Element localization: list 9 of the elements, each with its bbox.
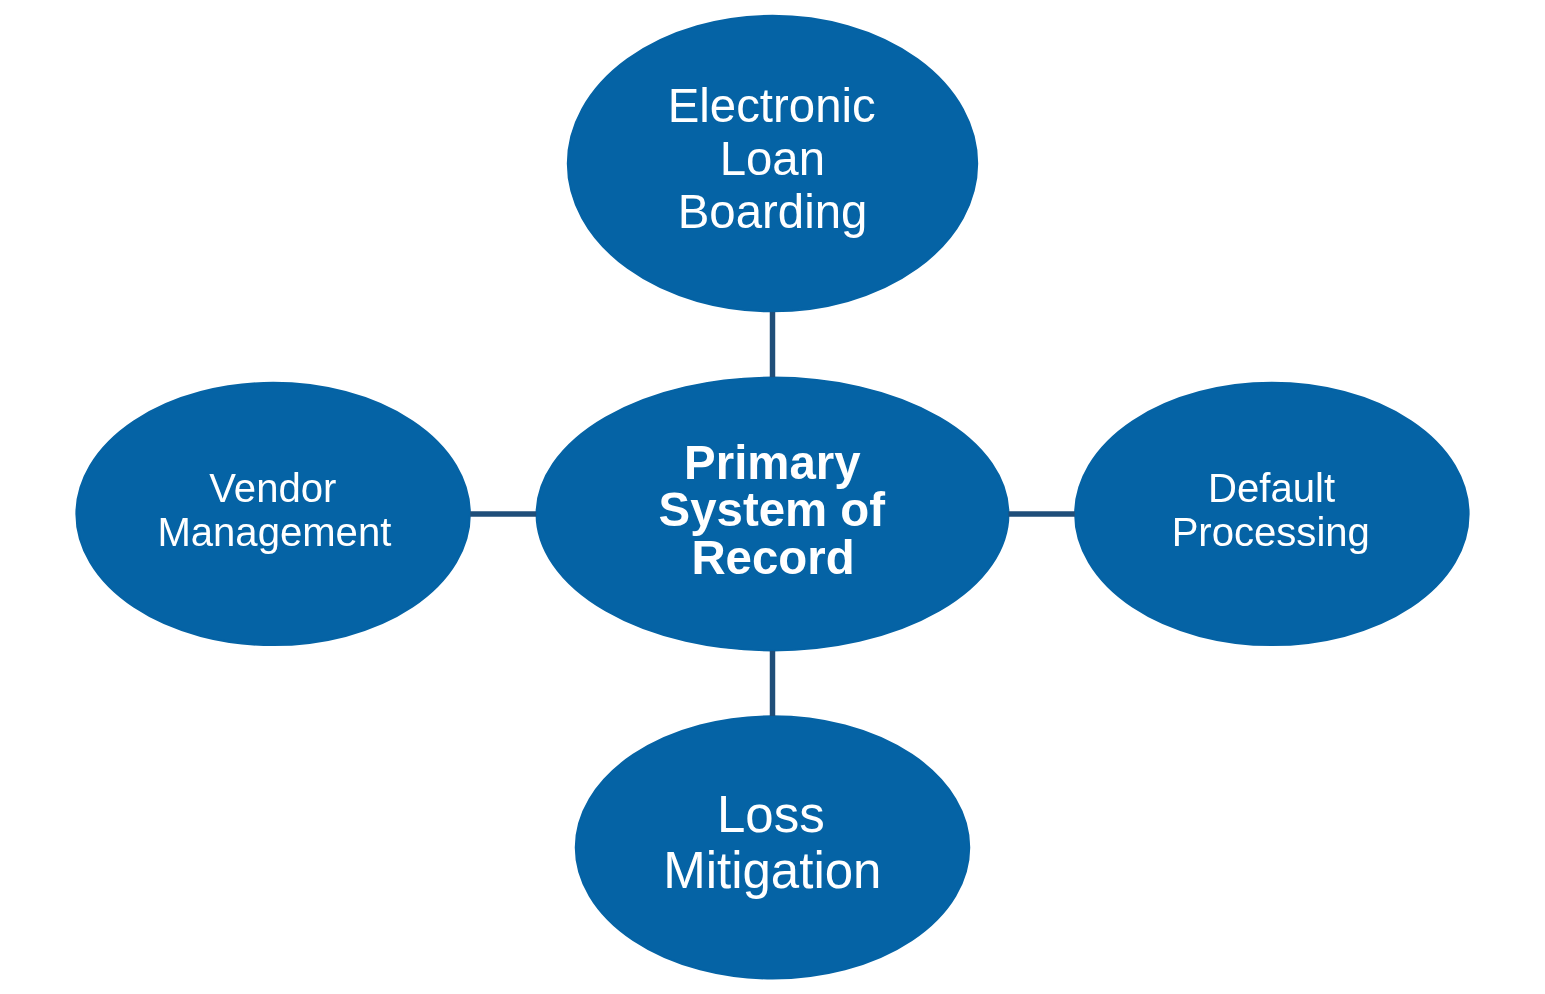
node-ellipse: Loss Mitigation (574, 715, 971, 980)
connector (470, 511, 537, 517)
connector (769, 650, 776, 717)
node-ellipse: Default Processing (1074, 381, 1470, 647)
node-ellipse: Primary System of Record (535, 376, 1010, 652)
connector (769, 311, 776, 378)
node-ellipse: Vendor Management (75, 381, 471, 647)
node-ellipse: Electronic Loan Boarding (566, 14, 979, 313)
connector (1008, 511, 1075, 517)
